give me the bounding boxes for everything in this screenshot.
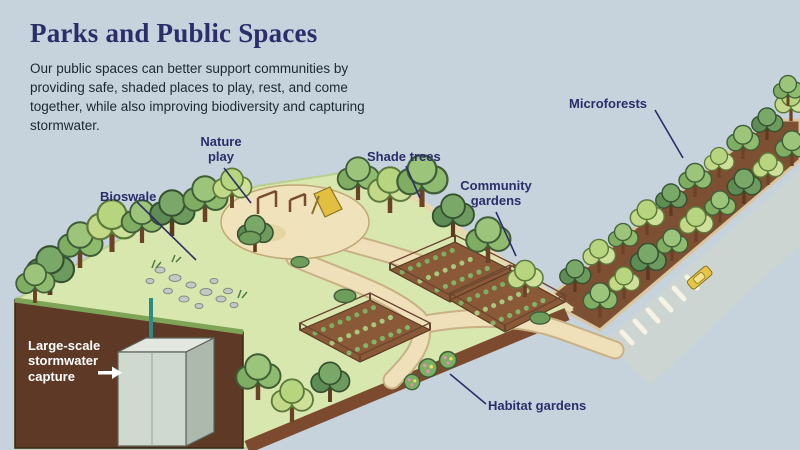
street — [605, 170, 800, 385]
leader-habitat-gardens — [449, 373, 487, 405]
slide — [313, 186, 343, 218]
header: Parks and Public Spaces Our public space… — [30, 18, 420, 136]
leader-microforests — [654, 109, 684, 159]
label-nature-play: Nature play — [200, 134, 242, 165]
label-habitat-gardens: Habitat gardens — [488, 398, 587, 413]
stormwater-tank — [117, 337, 215, 447]
parked-car — [686, 265, 713, 290]
page-description: Our public spaces can better support com… — [30, 61, 365, 134]
leader-community-gardens — [495, 211, 517, 257]
stormwater-cutaway — [14, 297, 244, 449]
label-bioswale: Bioswale — [100, 189, 157, 204]
label-microforests: Microforests — [569, 96, 648, 111]
crosswalk — [619, 274, 700, 346]
label-shade-trees: Shade trees — [367, 149, 441, 164]
leader-nature-play — [223, 167, 252, 204]
microforest-strip — [542, 74, 800, 332]
page-title: Parks and Public Spaces — [30, 18, 318, 48]
leader-shade-trees — [405, 165, 421, 199]
leader-bioswale — [136, 201, 197, 261]
grass-lip — [14, 297, 244, 335]
label-stormwater-capture: Large-scale stormwater capture — [28, 338, 101, 384]
grass-tufts — [151, 254, 248, 299]
arrow-icon — [98, 366, 122, 379]
bioswale-area — [145, 254, 248, 309]
leader-lines — [136, 109, 684, 405]
climbing-frame — [256, 189, 278, 214]
label-community-gardens: Community gardens — [460, 178, 532, 209]
